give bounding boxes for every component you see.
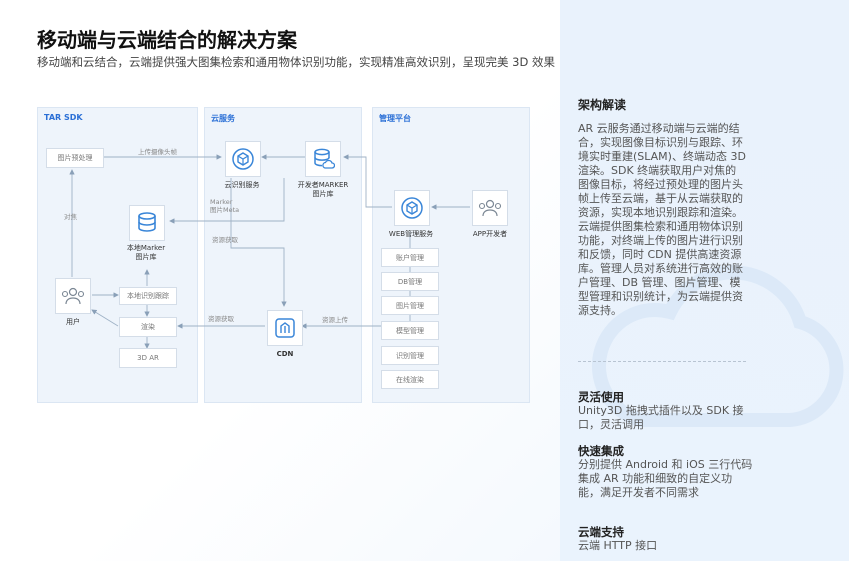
edge-label-marker-meta: Marker 图片Meta — [210, 198, 240, 214]
page-subtitle: 移动端和云结合，云端提供强大图集检索和通用物体识别功能，实现精准高效识别，呈现完… — [37, 55, 555, 69]
edge-label-resource-fetch-cdn: 资源获取 — [208, 315, 234, 323]
box-image-preprocess: 图片预处理 — [46, 148, 104, 168]
edge-label-upload-frame: 上传摄像头帧 — [138, 148, 177, 156]
app-developer-node — [472, 190, 508, 226]
feature-flexible: 灵活使用 Unity3D 拖拽式插件以及 SDK 接口，灵活调用 — [578, 390, 753, 432]
dev-marker-db-label: 开发者MARKER 图片库 — [297, 181, 349, 198]
diagram-area: 移动端与云端结合的解决方案 移动端和云结合，云端提供强大图集检索和通用物体识别功… — [37, 28, 555, 403]
feature-flexible-title: 灵活使用 — [578, 390, 624, 404]
developers-icon — [478, 199, 502, 217]
feature-cloud-support-desc: 云端 HTTP 接口 — [578, 539, 658, 552]
box-render: 渲染 — [119, 317, 177, 337]
box-local-tracking: 本地识别跟踪 — [119, 287, 177, 305]
user-node — [55, 278, 91, 314]
web-admin-label: WEB管理服务 — [388, 230, 434, 238]
cloud-recognition-label: 云识别服务 — [224, 181, 260, 189]
panel-admin-platform-title: 管理平台 — [379, 114, 411, 123]
feature-flexible-desc: Unity3D 拖拽式插件以及 SDK 接口，灵活调用 — [578, 404, 744, 431]
database-icon — [138, 212, 156, 232]
edge-label-resource-fetch-cloud: 资源获取 — [212, 236, 238, 244]
architecture-description: AR 云服务通过移动端与云端的结合，实现图像目标识别与跟踪、环境实时重建(SLA… — [578, 122, 746, 317]
admin-box-model: 模型管理 — [381, 321, 439, 340]
admin-box-db: DB管理 — [381, 272, 439, 291]
cube-cycle-icon — [232, 148, 254, 170]
edge-render-to-user — [91, 309, 119, 327]
edge-resource-fetch-cloud — [230, 178, 287, 307]
admin-box-recognition: 识别管理 — [381, 346, 439, 365]
sidebar-panel: 架构解读 AR 云服务通过移动端与云端的结合，实现图像目标识别与跟踪、环境实时重… — [560, 0, 849, 561]
edge-label-resource-upload: 资源上传 — [322, 316, 348, 324]
architecture-title: 架构解读 — [578, 98, 627, 112]
local-marker-db-node — [129, 205, 165, 241]
feature-cloud-support: 云端支持 云端 HTTP 接口 — [578, 525, 753, 553]
cdn-node — [267, 310, 303, 346]
web-cube-icon — [401, 197, 423, 219]
user-label: 用户 — [66, 318, 80, 326]
feature-quick-integration-title: 快速集成 — [578, 444, 624, 458]
panel-tar-sdk-title: TAR SDK — [44, 113, 83, 122]
feature-cloud-support-title: 云端支持 — [578, 525, 624, 539]
edge-marker-meta — [169, 178, 285, 224]
web-admin-node — [394, 190, 430, 226]
box-3d-ar: 3D AR — [119, 348, 177, 368]
users-icon — [61, 287, 85, 305]
edge-admin-to-db — [343, 154, 392, 208]
page-title: 移动端与云端结合的解决方案 — [37, 28, 297, 52]
cloud-database-icon — [314, 148, 335, 169]
sidebar-divider — [578, 361, 746, 362]
cloud-recognition-node — [225, 141, 261, 177]
admin-box-image: 图片管理 — [381, 296, 439, 315]
local-marker-db-label: 本地Marker 图片库 — [126, 244, 166, 261]
cdn-icon — [275, 318, 295, 338]
admin-box-online-render: 在线渲染 — [381, 370, 439, 389]
panel-cloud-service-title: 云服务 — [211, 114, 235, 123]
dev-marker-db-node — [305, 141, 341, 177]
feature-quick-integration-desc: 分别提供 Android 和 iOS 三行代码集成 AR 功能和细致的自定义功能… — [578, 458, 753, 499]
cloud-background-icon — [591, 265, 844, 427]
edge-label-focus: 对焦 — [64, 213, 77, 221]
app-developer-label: APP开发者 — [472, 230, 508, 238]
cdn-label: CDN — [276, 350, 294, 358]
admin-box-account: 账户管理 — [381, 248, 439, 267]
feature-quick-integration: 快速集成 分别提供 Android 和 iOS 三行代码集成 AR 功能和细致的… — [578, 444, 753, 500]
